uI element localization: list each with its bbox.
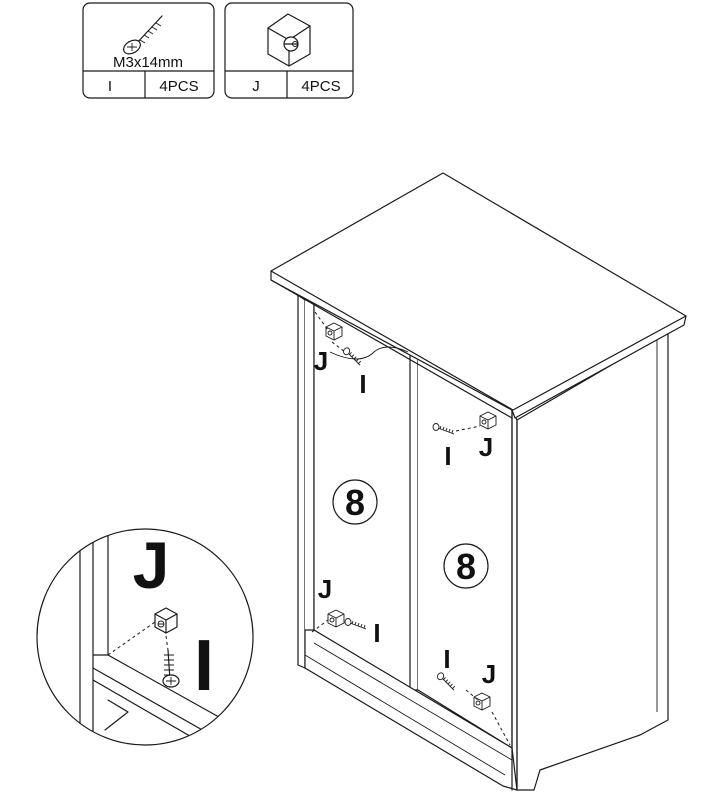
label-j-top-right: J: [479, 432, 493, 462]
part-card-i: M3x14mm I 4PCS: [82, 2, 215, 99]
panel-left-number: 8: [345, 482, 365, 523]
cam-connector-icon: [327, 609, 345, 628]
label-j-top-left: J: [314, 346, 328, 376]
label-i-bottom-left: I: [373, 618, 380, 648]
part-i-qty: 4PCS: [159, 78, 198, 95]
panel-left-badge: 8: [332, 479, 378, 525]
screw-icon: [123, 15, 163, 55]
cam-connector-icon: [479, 411, 497, 430]
label-i-top-right: I: [444, 441, 451, 471]
part-j-id: J: [252, 78, 260, 95]
cam-connector-icon: [473, 692, 491, 711]
panel-right-badge: 8: [443, 543, 489, 589]
part-card-j: J 4PCS: [224, 2, 354, 99]
label-j-bottom-right: J: [482, 659, 496, 689]
detail-label-i: I: [194, 626, 214, 706]
cam-connector-icon: [154, 607, 178, 634]
screw-spec-label: M3x14mm: [113, 54, 183, 71]
detail-label-j: J: [133, 528, 170, 602]
detail-magnifier: J I: [36, 528, 254, 746]
screw-icon: [162, 649, 180, 688]
cam-connector-icon: [267, 13, 311, 67]
label-i-bottom-right: I: [443, 644, 450, 674]
cabinet-illustration: 8 8 J I J I J I I J: [270, 172, 687, 791]
cam-connector-icon: [325, 322, 343, 341]
label-j-bottom-left: J: [318, 574, 332, 604]
panel-right-number: 8: [456, 546, 476, 587]
part-i-id: I: [108, 78, 112, 95]
part-j-qty: 4PCS: [301, 78, 340, 95]
label-i-top-left: I: [359, 369, 366, 399]
